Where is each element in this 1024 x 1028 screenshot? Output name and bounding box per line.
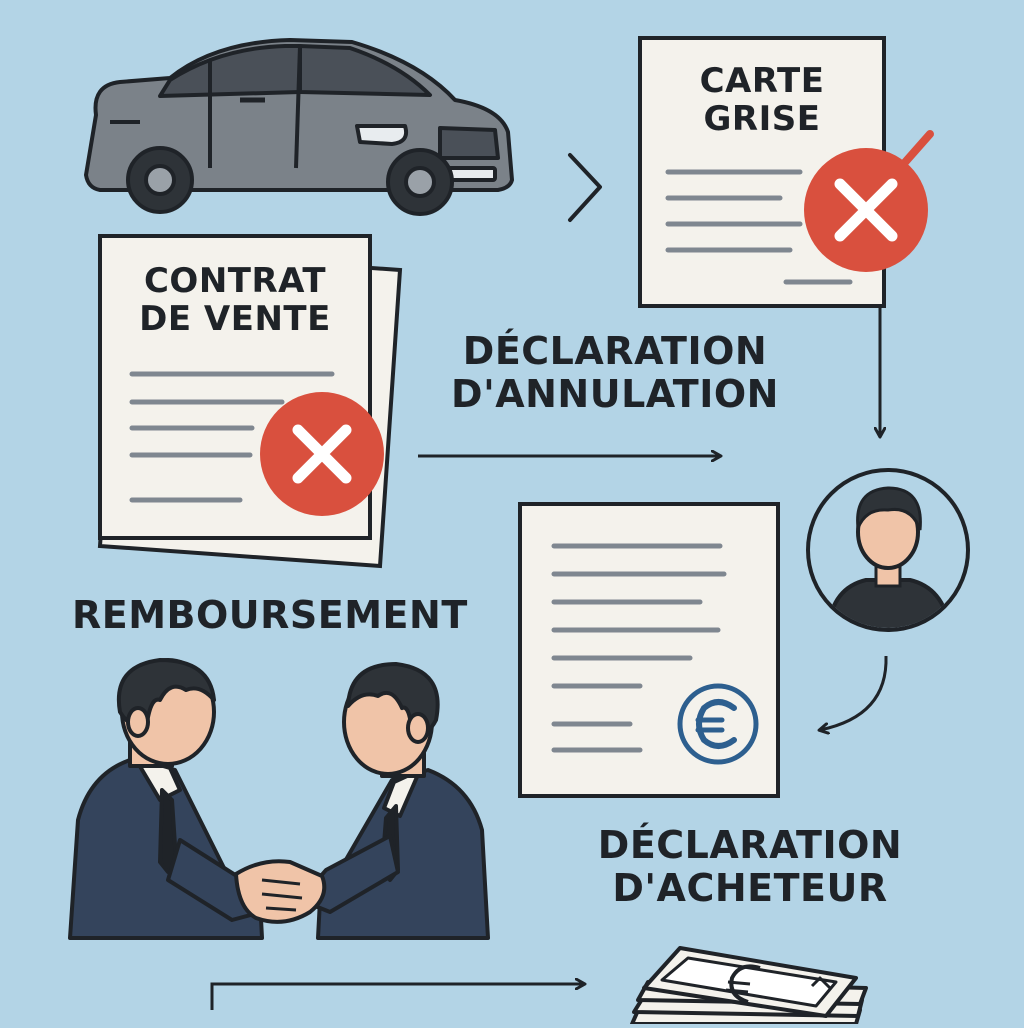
red-x-circle-icon [260, 392, 384, 516]
declaration-acheteur-line2: D'ACHETEUR [612, 865, 888, 910]
bottom-arrow-connector [210, 984, 584, 1010]
carte-grise-title: CARTE GRISE [640, 62, 884, 138]
declaration-acheteur-line1: DÉCLARATION [597, 823, 903, 867]
carte-grise-title-line2: GRISE [703, 99, 821, 140]
handshake-icon [68, 658, 490, 940]
chevron-right-icon [568, 153, 602, 222]
carte-grise-title-line1: CARTE [699, 61, 825, 101]
declaration-annulation-line2: D'ANNULATION [451, 371, 779, 416]
euro-stamp-icon [677, 683, 759, 765]
contrat-vente-title-line1: CONTRAT [143, 261, 327, 301]
euro-banknotes-icon [630, 946, 868, 1026]
car-icon [84, 38, 514, 216]
declaration-annulation-label: DÉCLARATION D'ANNULATION [430, 330, 800, 415]
contrat-vente-title: CONTRAT DE VENTE [100, 262, 370, 338]
contrat-vente-title-line2: DE VENTE [139, 299, 331, 340]
curved-arrow-connector [820, 655, 888, 730]
declaration-annulation-line1: DÉCLARATION [462, 329, 768, 373]
declaration-acheteur-label: DÉCLARATION D'ACHETEUR [590, 824, 910, 909]
person-avatar-icon [806, 468, 970, 632]
remboursement-label: REMBOURSEMENT [72, 593, 468, 637]
red-x-circle-icon [804, 130, 934, 272]
